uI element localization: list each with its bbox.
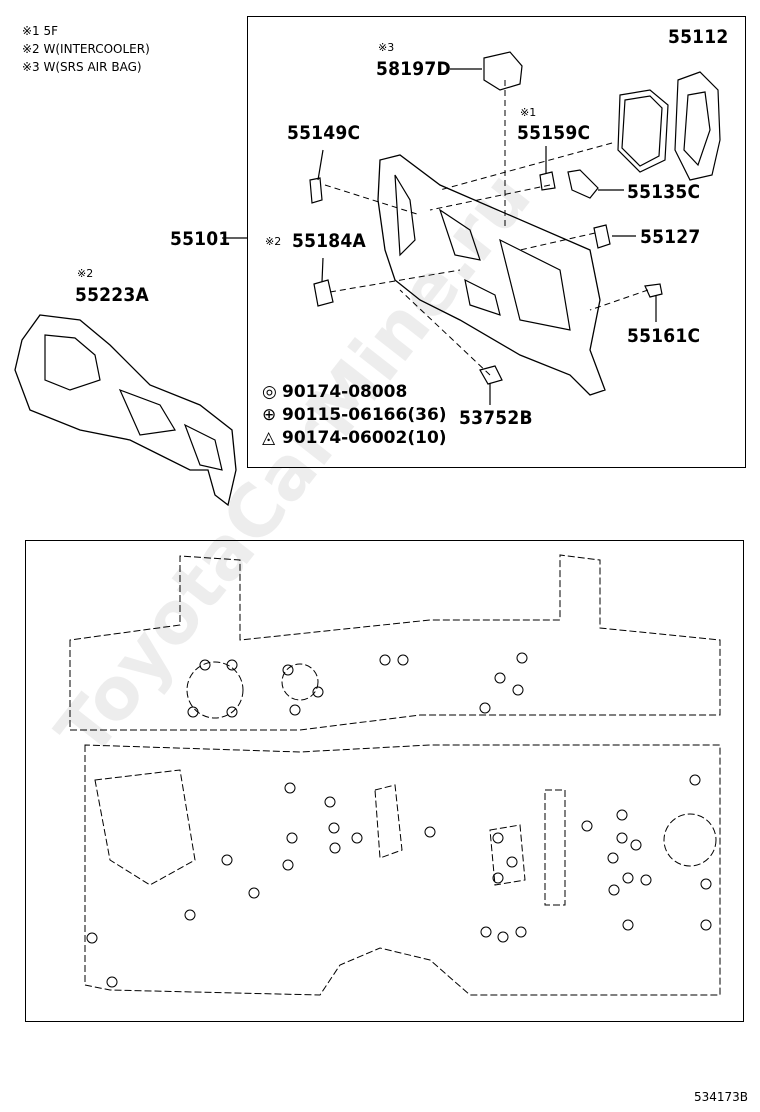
upper-parts-frame [247,16,746,468]
part-label-53752b[interactable]: 53752B [459,407,533,429]
legend-text-2[interactable]: 90115-06166(36) [282,405,447,425]
part-label-58197d[interactable]: 58197D [376,58,451,80]
marker-55159c: ※1 [520,106,537,119]
part-label-55223a[interactable]: 55223A [75,284,149,306]
legend-row-3: ◬ 90174-06002(10) [262,427,447,450]
part-label-55135c[interactable]: 55135C [627,181,701,203]
part-label-55101[interactable]: 55101 [170,228,231,250]
diagram-code: 534173B [693,1090,748,1104]
circle-plus-icon: ⊕ [262,405,277,425]
part-label-55112[interactable]: 55112 [668,26,729,48]
marker-58197d: ※3 [378,41,395,54]
footnote-1: ※1 5F [22,24,59,38]
part-label-55184a[interactable]: 55184A [292,230,366,252]
legend-text-3[interactable]: 90174-06002(10) [282,428,447,448]
legend-row-2: ⊕90115-06166(36) [262,404,447,427]
legend-row-1: ◎90174-08008 [262,381,447,404]
marker-55184a: ※2 [265,235,282,248]
triangle-in-circle-icon: ◬ [262,428,276,448]
part-label-55127[interactable]: 55127 [640,226,701,248]
footnote-2: ※2 W(INTERCOOLER) [22,42,150,56]
legend-text-1[interactable]: 90174-08008 [282,382,408,402]
part-label-55159c[interactable]: 55159C [517,122,591,144]
marker-55223a: ※2 [77,267,94,280]
footnote-3: ※3 W(SRS AIR BAG) [22,60,142,74]
part-label-55161c[interactable]: 55161C [627,325,701,347]
bolt-layout-frame [25,540,744,1022]
double-circle-icon: ◎ [262,382,277,402]
footnotes: ※1 5F ※2 W(INTERCOOLER) ※3 W(SRS AIR BAG… [22,22,150,76]
part-label-55149c[interactable]: 55149C [287,122,361,144]
fastener-legend: ◎90174-08008 ⊕90115-06166(36) ◬ 90174-060… [262,381,447,450]
